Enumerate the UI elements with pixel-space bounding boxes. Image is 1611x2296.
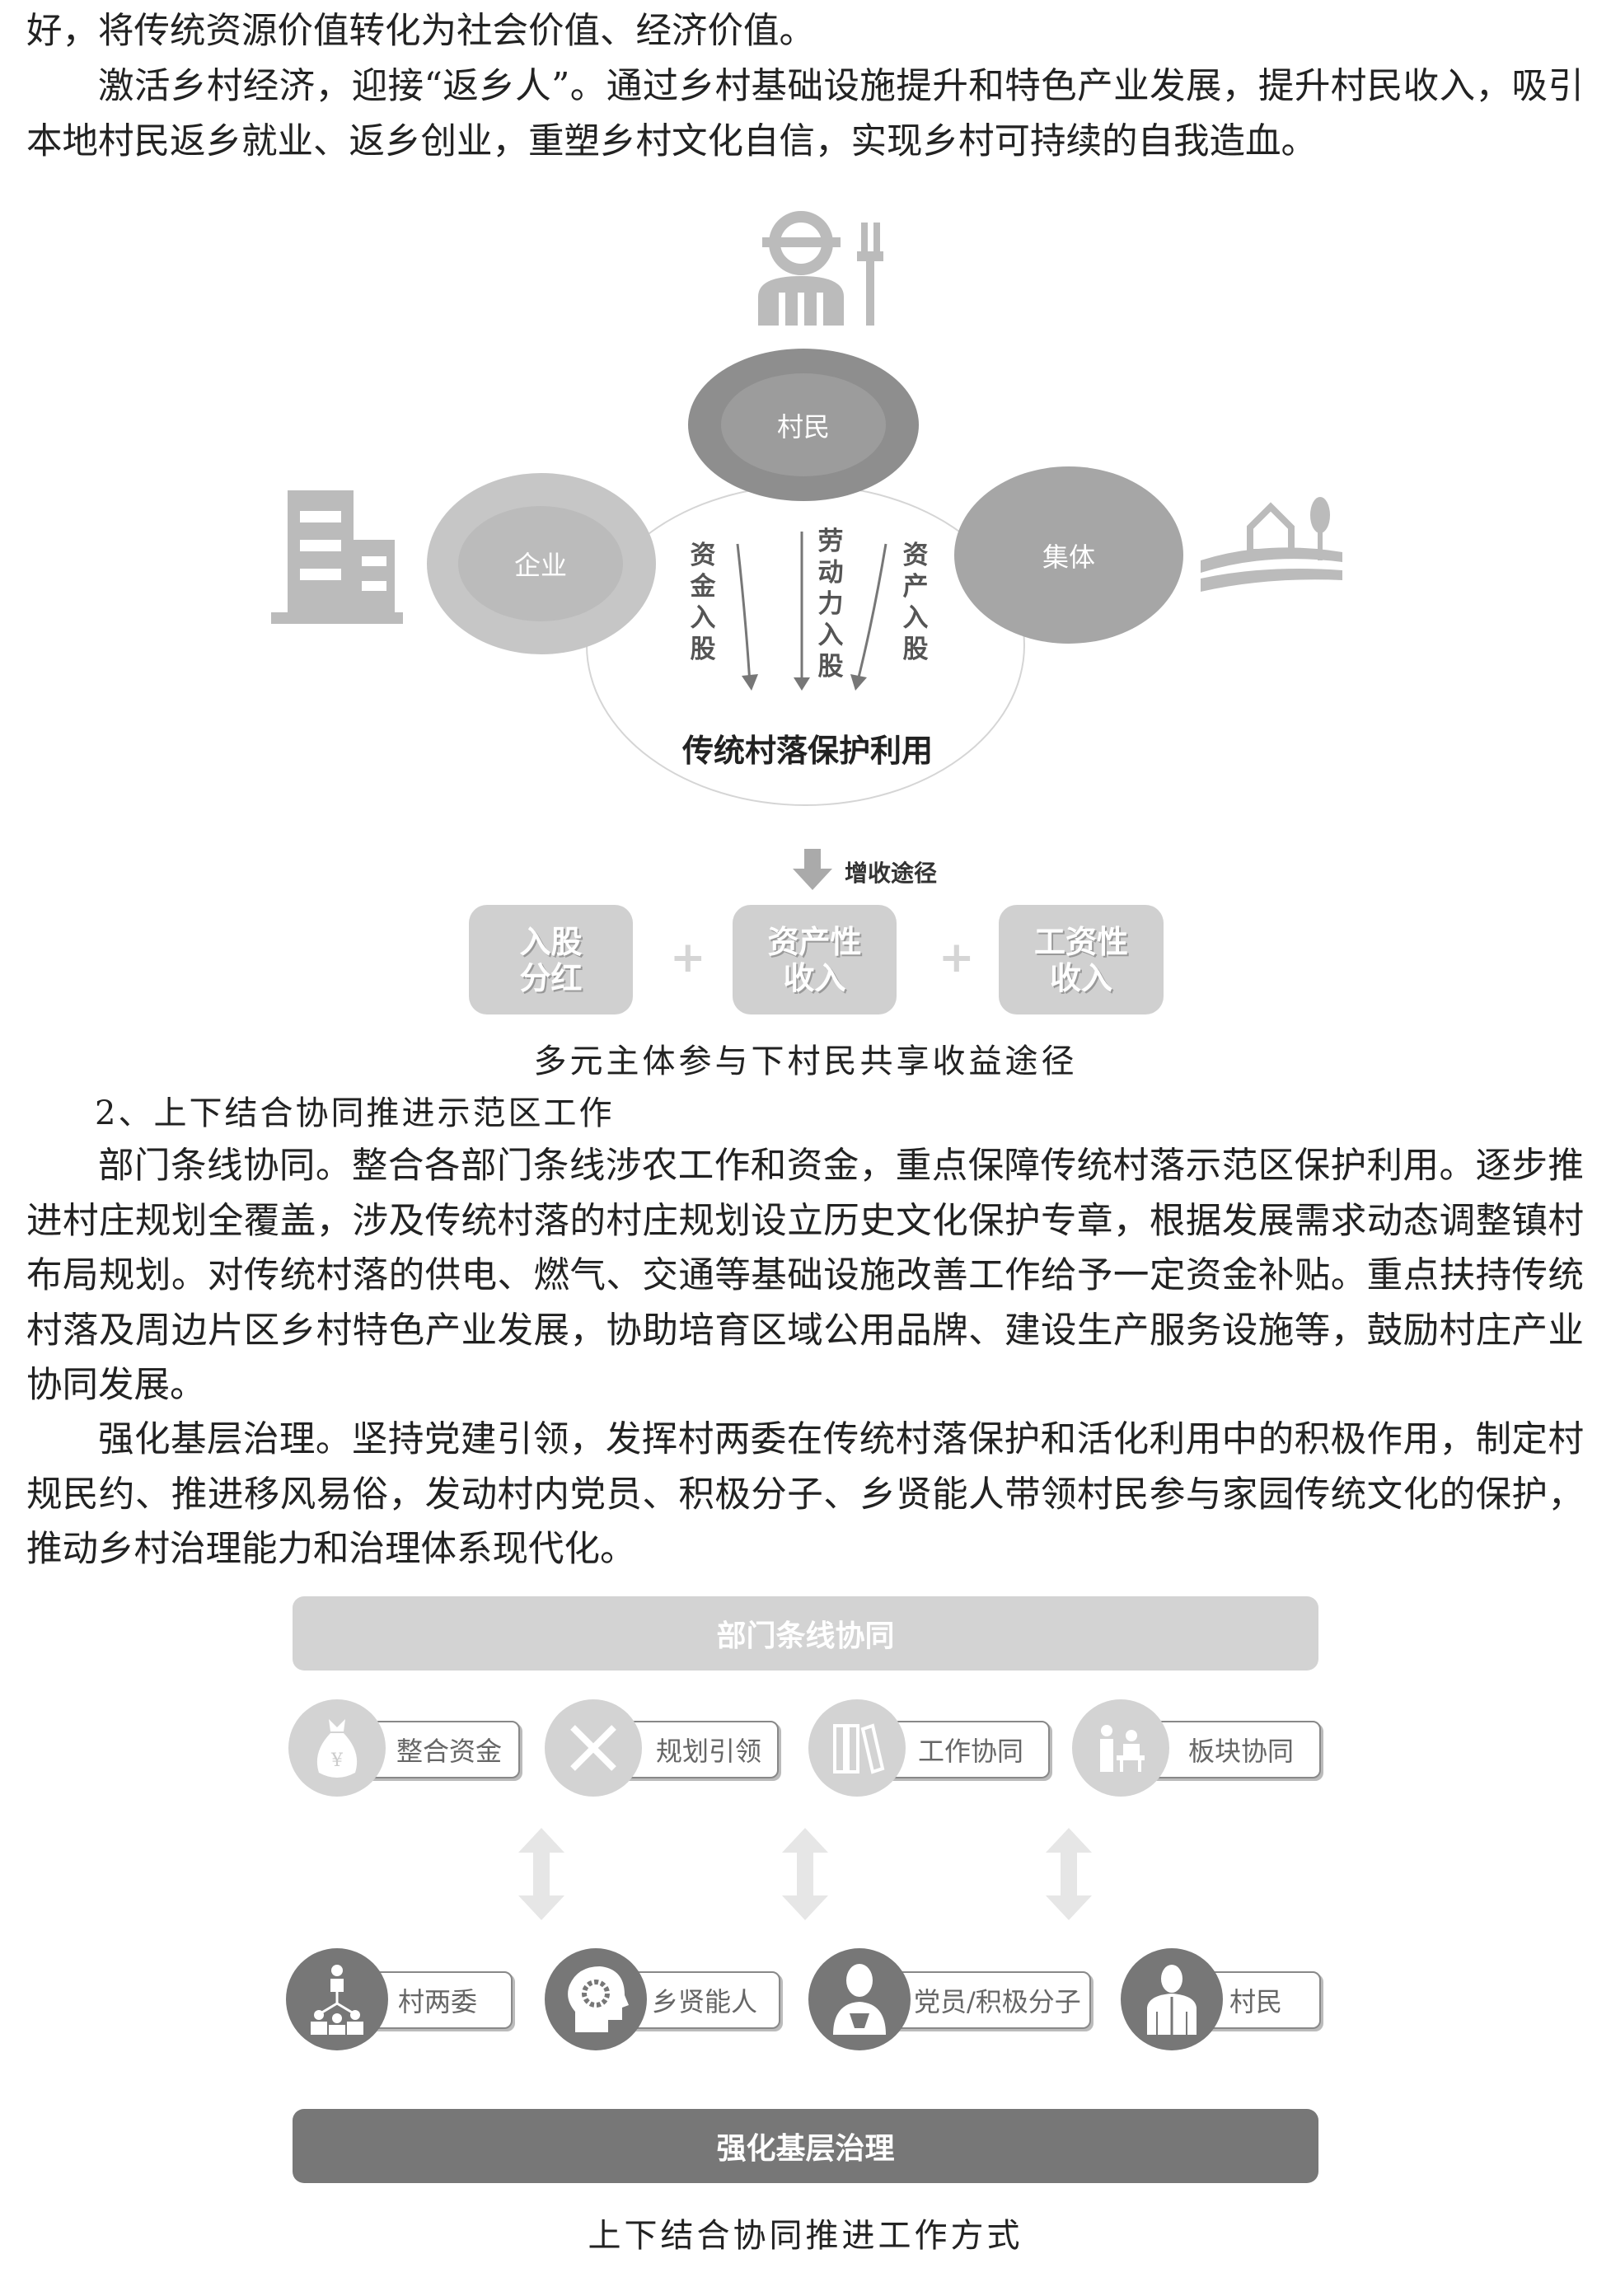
- member-icon: [808, 1948, 911, 2050]
- collective-ellipse: 集体: [954, 466, 1183, 644]
- pencil-ruler-icon: [545, 1699, 642, 1797]
- money-bag-icon: ¥: [288, 1699, 386, 1797]
- down-arrow-icon: [793, 849, 832, 890]
- flow-arrows: [736, 532, 887, 691]
- figure1-caption: 多元主体参与下村民共享收益途径: [533, 1043, 1078, 1080]
- building-icon: [271, 490, 403, 624]
- farmer-icon: [758, 211, 883, 326]
- flow-label-assets: 资产入股: [902, 541, 929, 664]
- plus-sign: +: [939, 933, 975, 982]
- income-line1: 入股: [519, 923, 583, 960]
- flow-label-capital: 资金入股: [690, 541, 716, 664]
- meeting-icon: [1072, 1699, 1169, 1797]
- figure2-caption: 上下结合协同推进工作方式: [588, 2217, 1023, 2255]
- paragraph-department-coordination: 部门条线协同。整合各部门条线涉农工作和资金，重点保障传统村落示范区保护利用。逐步…: [26, 1146, 1584, 1406]
- svg-text:¥: ¥: [330, 1750, 344, 1771]
- paragraph-revitalize-economy: 激活乡村经济，迎接“返乡人”。通过乡村基础设施提升和特色产业发展，提升村民收入，…: [26, 66, 1584, 162]
- top-bar: 部门条线协同: [293, 1596, 1318, 1670]
- income-line2: 收入: [783, 959, 846, 996]
- enterprise-ellipse: 企业: [427, 473, 656, 654]
- plus-sign: +: [670, 933, 706, 982]
- villager-label: 村民: [721, 373, 886, 476]
- head-gear-icon: [545, 1948, 647, 2050]
- paragraph-continuation: 好，将传统资源价值转化为社会价值、经济价值。: [26, 11, 815, 52]
- binders-icon: [808, 1699, 906, 1797]
- double-arrow-icon: [782, 1828, 828, 1920]
- paragraph-grassroots-governance: 强化基层治理。坚持党建引领，发挥村两委在传统村落保护和活化利用中的积极作用，制定…: [26, 1419, 1584, 1570]
- income-box-wage: 工资性收入: [999, 905, 1164, 1014]
- section-heading: 2、上下结合协同推进示范区工作: [95, 1094, 615, 1132]
- villager-icon: [1121, 1948, 1223, 2050]
- income-box-dividend: 入股分红: [469, 905, 633, 1014]
- double-arrow-icon: [518, 1828, 564, 1920]
- income-line2: 分红: [519, 959, 583, 996]
- enterprise-label: 企业: [458, 506, 623, 621]
- bottom-bar: 强化基层治理: [293, 2109, 1318, 2183]
- landscape-icon: [1201, 497, 1342, 592]
- path-label: 增收途径: [845, 860, 938, 887]
- income-line2: 收入: [1049, 959, 1112, 996]
- org-chart-icon: [286, 1948, 388, 2050]
- income-box-property: 资产性收入: [733, 905, 897, 1014]
- center-title: 传统村落保护利用: [681, 733, 933, 769]
- flow-label-labor: 劳动力入股: [817, 527, 844, 682]
- double-arrow-icon: [1046, 1828, 1092, 1920]
- income-line1: 资产性: [767, 923, 862, 960]
- income-line1: 工资性: [1033, 923, 1128, 960]
- villager-ellipse: 村民: [688, 349, 919, 501]
